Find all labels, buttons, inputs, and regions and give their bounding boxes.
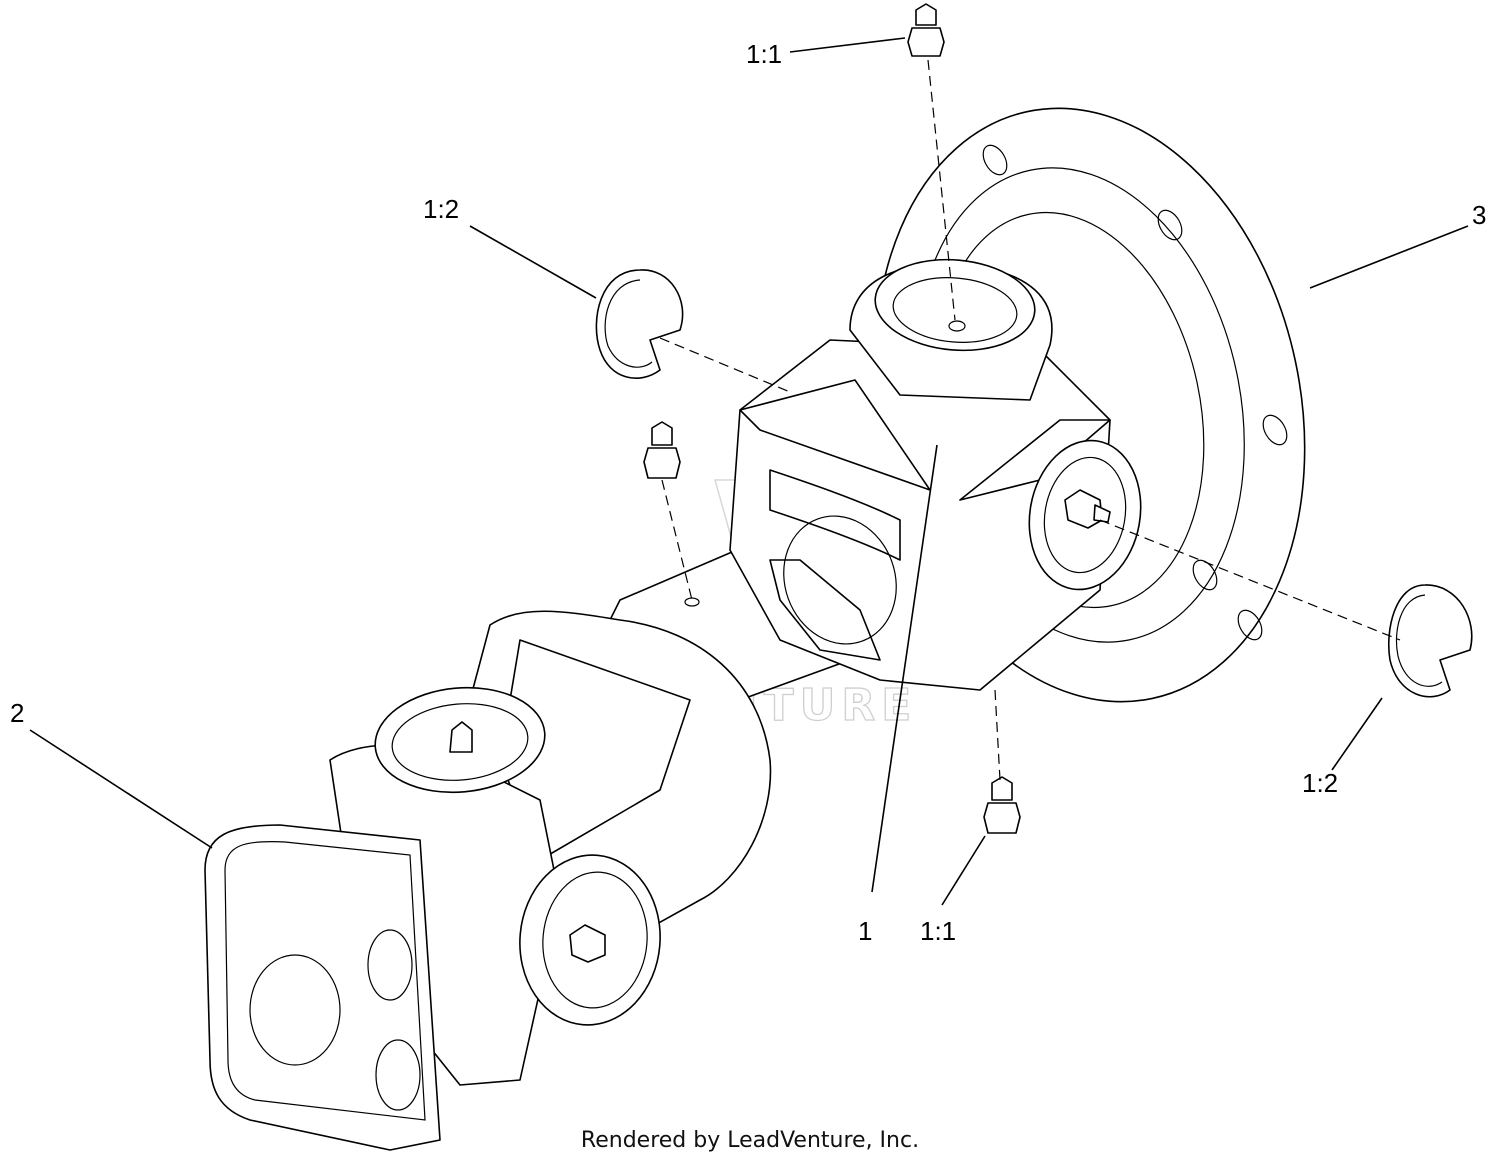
callout-fitting-bottom: 1:1 [920,916,956,946]
callout-clip-right: 1:2 [1302,768,1338,798]
retaining-clip-left[interactable] [595,269,684,379]
grease-fitting-top[interactable] [907,3,945,57]
callout-flange: 3 [1472,200,1486,230]
callout-cross-kit: 1 [858,916,872,946]
callout-fitting-top: 1:1 [746,39,782,69]
cross-kit-part-1[interactable] [729,253,1152,691]
retaining-clip-right[interactable] [1387,584,1473,698]
grease-fitting-middle[interactable] [643,421,681,479]
leader-lines [29,37,1469,906]
callout-yoke-assembly: 2 [10,698,24,728]
footer-credit: Rendered by LeadVenture, Inc. [580,1128,920,1153]
callout-clip-left: 1:2 [423,194,459,224]
grease-fitting-bottom[interactable] [983,776,1021,834]
yoke-assembly-part-2[interactable] [204,610,772,1151]
assembly-center-lines [659,59,1401,781]
